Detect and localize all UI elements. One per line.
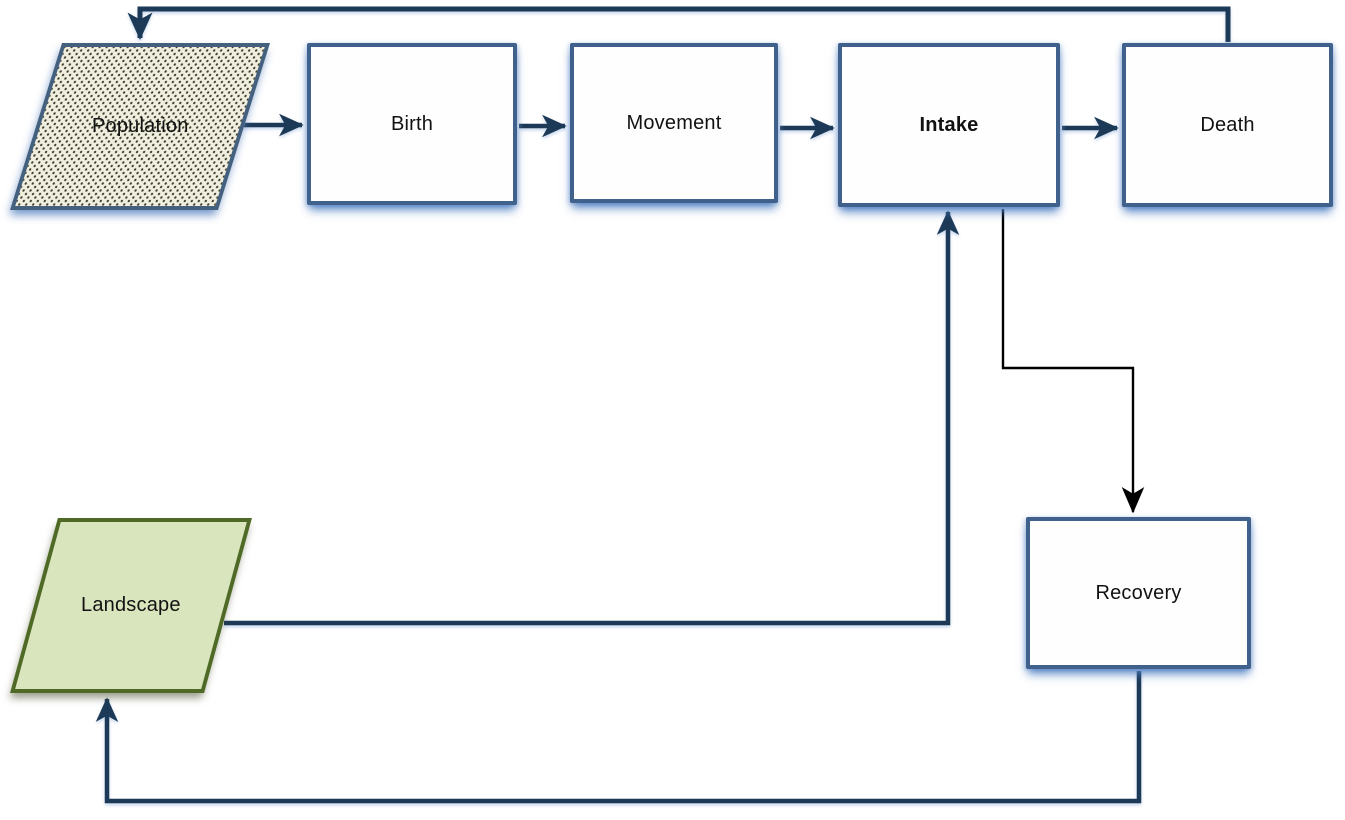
node-death: Death: [1122, 43, 1333, 207]
edge-landscape-intake: [224, 210, 960, 626]
node-intake: Intake: [838, 43, 1060, 207]
node-death-label: Death: [1200, 113, 1255, 136]
node-recovery: Recovery: [1026, 517, 1251, 669]
edge-recovery-landscape-feedback: [95, 671, 1142, 804]
node-birth-label: Birth: [390, 112, 434, 135]
node-population-label: Population: [91, 115, 189, 137]
node-movement: Movement: [570, 43, 778, 203]
node-recovery-label: Recovery: [1095, 581, 1182, 604]
node-intake-label: Intake: [919, 113, 979, 136]
edge-intake-recovery: [1001, 209, 1145, 514]
node-birth: Birth: [307, 43, 517, 205]
edge-death-population-feedback: [127, 6, 1231, 42]
node-landscape-label: Landscape: [81, 594, 181, 616]
node-movement-label: Movement: [626, 111, 722, 134]
